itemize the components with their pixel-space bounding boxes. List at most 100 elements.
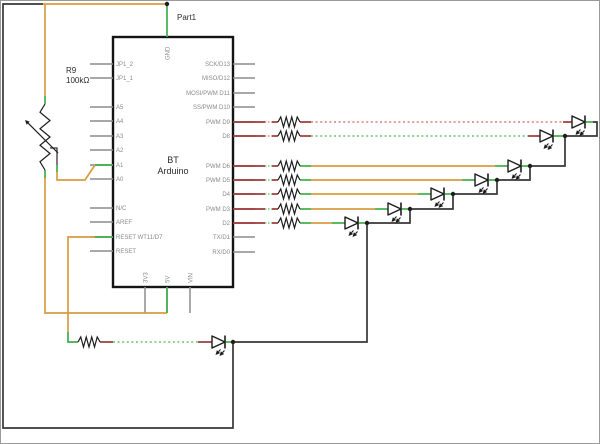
pot-value-label: 100kΩ — [66, 76, 89, 85]
led-emission-arrow — [579, 131, 585, 136]
led[interactable] — [539, 129, 554, 151]
resistor-zigzag — [77, 334, 101, 350]
pin-label: N/C — [116, 206, 127, 212]
resistor[interactable] — [277, 158, 301, 174]
led-emission-arrow — [215, 350, 221, 355]
pin-label: TX/D1 — [213, 235, 231, 241]
resistor[interactable] — [77, 334, 101, 350]
junction-dot — [164, 1, 170, 7]
led[interactable] — [211, 335, 226, 357]
resistor-zigzag — [277, 215, 301, 231]
pin-label: 3V3 — [144, 272, 150, 283]
wire[interactable] — [497, 166, 531, 181]
led-emission-arrow — [550, 144, 553, 148]
pin-label: A2 — [116, 148, 124, 154]
led-emission-arrow — [348, 231, 354, 236]
led-emission-arrow — [441, 202, 444, 206]
pin-label: AREF — [116, 220, 132, 226]
led-emission-arrow — [518, 174, 521, 178]
pin-label: RESET WT11/D7 — [116, 235, 163, 241]
led-emission-arrow — [395, 218, 401, 223]
pot-ref-label: R9 — [66, 66, 77, 75]
led-triangle — [474, 173, 489, 187]
led-triangle — [387, 202, 402, 216]
led-triangle — [571, 115, 586, 129]
wire[interactable] — [67, 236, 95, 332]
led-triangle — [430, 187, 445, 201]
junction-dot — [230, 339, 236, 345]
pin-label: D2 — [222, 221, 230, 227]
led-emission-arrow — [575, 130, 581, 135]
pin-label: JP1_2 — [116, 62, 134, 68]
junction-dot — [494, 177, 500, 183]
wire[interactable] — [453, 180, 498, 195]
led-emission-arrow — [218, 349, 221, 353]
led[interactable] — [507, 159, 522, 181]
led[interactable] — [430, 187, 445, 209]
resistor-zigzag — [277, 186, 301, 202]
pin-label: A0 — [116, 177, 124, 183]
pin-label: VIN — [189, 273, 195, 283]
led-emission-arrow — [478, 188, 484, 193]
pin-label: A1 — [116, 163, 124, 169]
led[interactable] — [387, 202, 402, 224]
led-emission-arrow — [219, 351, 225, 356]
wire[interactable] — [565, 121, 598, 137]
pin-label: A3 — [116, 134, 124, 140]
wire[interactable] — [367, 209, 411, 224]
potentiometer[interactable] — [25, 103, 59, 171]
led[interactable] — [344, 216, 359, 238]
resistor-zigzag — [277, 114, 301, 130]
led[interactable] — [474, 173, 489, 195]
junction-dot — [562, 133, 568, 139]
led-emission-arrow — [394, 216, 397, 220]
wire[interactable] — [410, 194, 454, 210]
led-triangle — [507, 159, 522, 173]
pin-label: RESET — [116, 249, 136, 255]
led-emission-arrow — [547, 145, 553, 150]
resistor[interactable] — [277, 128, 301, 144]
wire[interactable] — [233, 223, 368, 343]
resistor[interactable] — [277, 172, 301, 188]
led[interactable] — [571, 115, 586, 137]
pin-label: RX/D0 — [212, 250, 230, 256]
resistor[interactable] — [277, 215, 301, 231]
led-emission-arrow — [578, 129, 581, 133]
pin-label: D4 — [222, 192, 230, 198]
wire[interactable] — [67, 332, 78, 343]
led-emission-arrow — [485, 188, 488, 192]
junction-dot — [527, 163, 533, 169]
wire[interactable] — [530, 136, 566, 167]
led-emission-arrow — [355, 231, 358, 235]
pin-label: JP1_1 — [116, 76, 134, 82]
pin-label: A5 — [116, 105, 124, 111]
potentiometer-wiper-arrow — [27, 122, 59, 154]
resistor-zigzag — [277, 158, 301, 174]
resistor[interactable] — [277, 114, 301, 130]
potentiometer-wiper-arrow — [25, 120, 30, 125]
led-emission-arrow — [582, 130, 585, 134]
led-emission-arrow — [546, 143, 549, 147]
wire[interactable] — [56, 164, 96, 181]
pin-label: SCK/D13 — [205, 62, 231, 68]
wire[interactable] — [44, 178, 167, 314]
pin-label: MOSI/PWM D11 — [186, 91, 231, 97]
led-emission-arrow — [434, 202, 440, 207]
led-emission-arrow — [438, 203, 444, 208]
arduino-part[interactable] — [111, 35, 235, 289]
resistor[interactable] — [277, 186, 301, 202]
led-emission-arrow — [437, 201, 440, 205]
led-emission-arrow — [351, 230, 354, 234]
resistor[interactable] — [277, 201, 301, 217]
resistor-zigzag — [277, 201, 301, 217]
led-emission-arrow — [515, 175, 521, 180]
wire[interactable] — [2, 3, 234, 429]
junction-dot — [407, 206, 413, 212]
potentiometer-zigzag — [39, 103, 51, 171]
led-emission-arrow — [222, 350, 225, 354]
chip-name-line2: Arduino — [157, 166, 188, 176]
pin-label: PWM D6 — [206, 164, 231, 170]
pin-label: PWM D3 — [206, 207, 231, 213]
